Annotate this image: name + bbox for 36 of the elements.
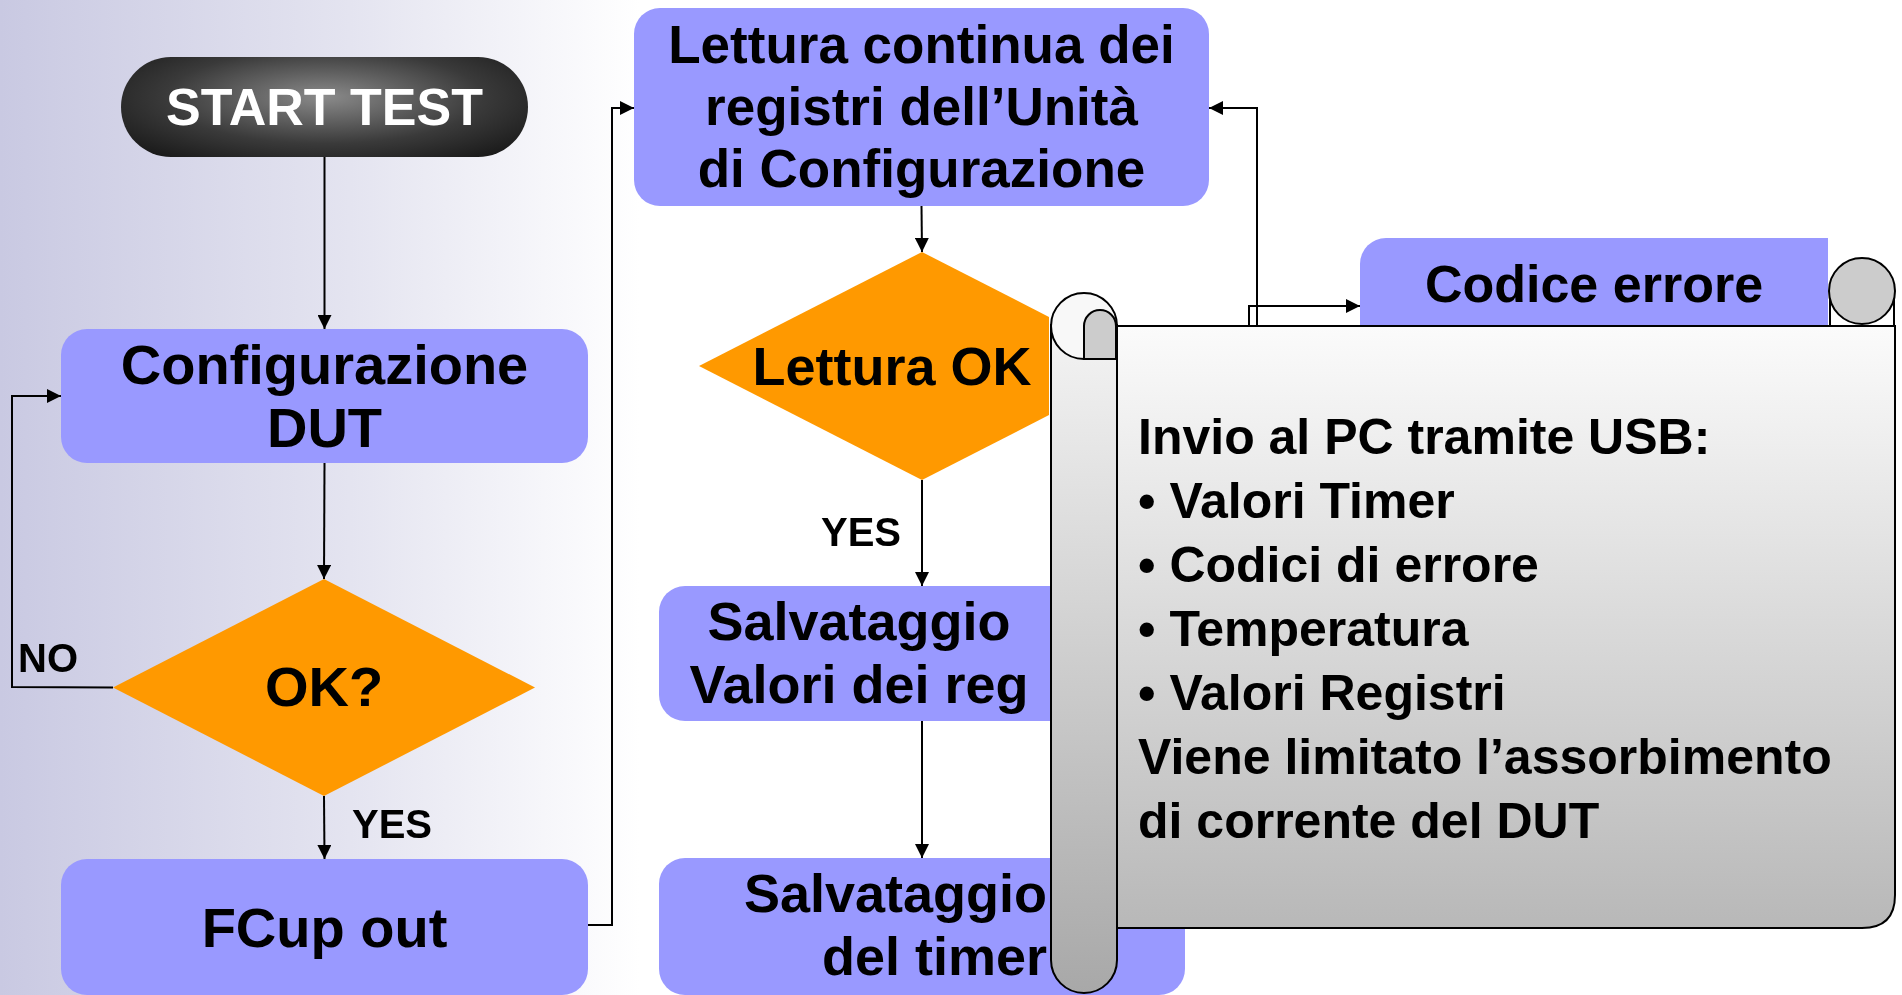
edge-label: YES: [352, 802, 433, 846]
edge-label: YES: [821, 510, 902, 554]
arrow: [915, 479, 929, 587]
arrow: [11, 389, 114, 689]
process-box: [634, 8, 1209, 206]
bullet-item: • Valori Registri: [1138, 664, 1507, 723]
scroll-heading: Invio al PC tramite USB:: [1138, 408, 1712, 467]
process-box: [61, 329, 588, 463]
arrow: [1248, 299, 1361, 326]
terminal-label: START TEST: [165, 77, 484, 138]
process-box: [1360, 238, 1828, 325]
scroll-banner: [1118, 325, 1896, 929]
edge-label: NO: [18, 636, 78, 680]
box-label: Lettura continua dei registri dell’Unità di Configurazione: [667, 14, 1176, 200]
arrow: [317, 462, 332, 580]
box-label: Salvataggio Valori dei reg: [688, 590, 1030, 716]
arrow: [1208, 101, 1258, 326]
decision-diamond: [113, 579, 535, 796]
box-label: Salvataggio del timer: [742, 862, 1047, 988]
bullet-item: • Valori Timer: [1138, 472, 1456, 531]
arrow: [587, 101, 635, 926]
bullet-item: • Codici di errore: [1138, 536, 1540, 595]
process-box: [659, 586, 1050, 721]
process-box: [61, 859, 588, 995]
arrow: [914, 205, 929, 253]
box-label: FCup out: [200, 895, 449, 961]
arrow: [317, 795, 332, 860]
box-label: Codice errore: [1423, 254, 1765, 315]
decision-label: Lettura OK: [751, 335, 1033, 398]
arrow: [317, 156, 332, 330]
decision-label: OK?: [263, 655, 385, 719]
decision-diamond: [699, 252, 1049, 480]
arrow: [915, 720, 929, 859]
box-label: Configurazione DUT: [119, 333, 530, 459]
scroll-note: Viene limitato l’assorbimento di corrente del DUT: [1138, 728, 1833, 851]
bullet-item: • Temperatura: [1138, 600, 1470, 659]
